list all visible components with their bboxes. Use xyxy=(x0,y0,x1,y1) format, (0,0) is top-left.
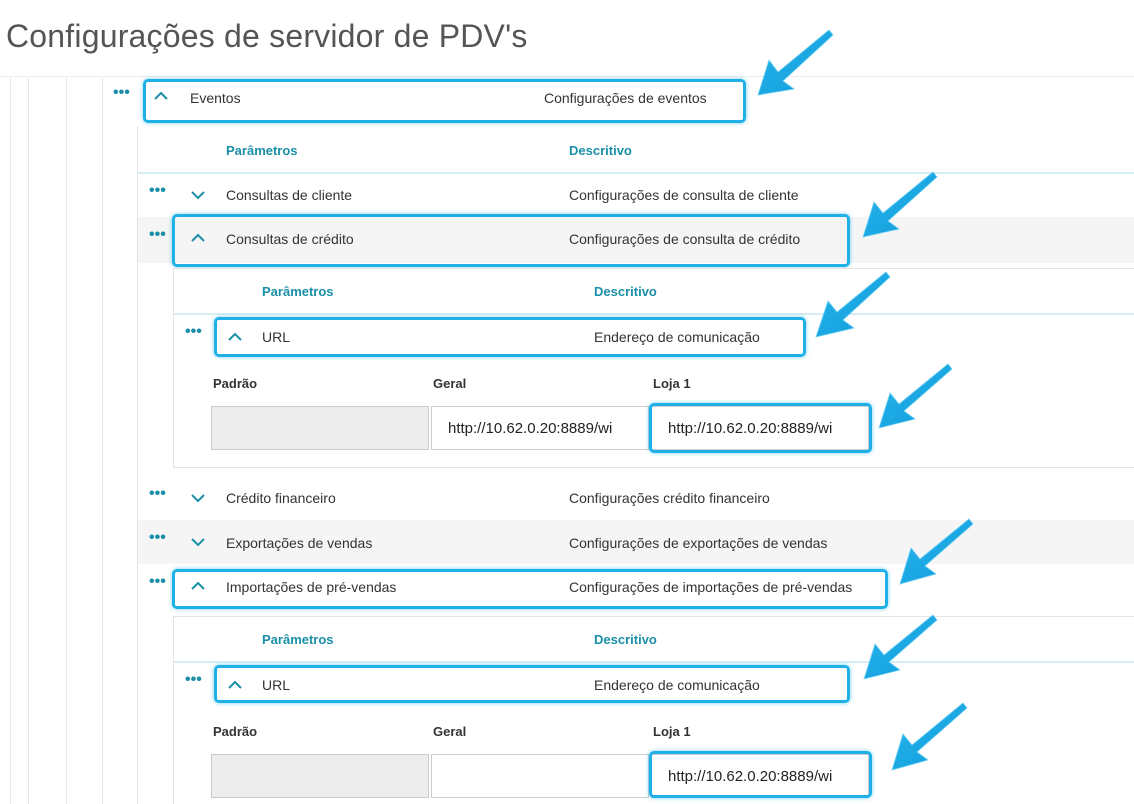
table-row[interactable] xyxy=(138,217,1134,263)
row-description: Configurações de consulta de cliente xyxy=(569,187,799,203)
chevron-down-icon[interactable] xyxy=(191,538,205,547)
chevron-up-icon[interactable] xyxy=(191,233,205,242)
more-dots-icon[interactable]: ••• xyxy=(149,182,166,199)
chevron-down-icon[interactable] xyxy=(191,191,205,200)
arrow-icon xyxy=(863,614,938,680)
chevron-up-icon[interactable] xyxy=(154,91,168,100)
param-name: URL xyxy=(262,329,291,345)
more-dots-icon[interactable]: ••• xyxy=(185,323,202,340)
row-name: Importações de pré-vendas xyxy=(226,579,397,595)
header-divider xyxy=(138,172,1134,174)
highlight-box xyxy=(143,79,746,123)
arrow-icon xyxy=(891,702,968,771)
param-description: Endereço de comunicação xyxy=(594,677,760,693)
row-description: Configurações crédito financeiro xyxy=(569,490,770,506)
row-name: Consultas de crédito xyxy=(226,231,354,247)
chevron-up-icon[interactable] xyxy=(228,332,242,341)
arrow-icon xyxy=(757,29,834,96)
label-padrao: Padrão xyxy=(213,724,258,739)
label-padrao: Padrão xyxy=(213,376,258,391)
more-dots-icon[interactable]: ••• xyxy=(149,485,166,502)
column-header-desc: Descritivo xyxy=(594,284,657,299)
padrao-field xyxy=(211,754,429,798)
chevron-down-icon[interactable] xyxy=(191,494,205,503)
loja-field[interactable] xyxy=(651,406,869,450)
more-dots-icon[interactable]: ••• xyxy=(113,84,130,101)
more-dots-icon[interactable]: ••• xyxy=(149,529,166,546)
eventos-description: Configurações de eventos xyxy=(544,90,707,106)
arrow-icon xyxy=(862,171,938,238)
tree-guide xyxy=(10,78,11,804)
geral-field[interactable] xyxy=(431,406,649,450)
eventos-children-panel xyxy=(137,126,1134,804)
padrao-field xyxy=(211,406,429,450)
loja-field[interactable] xyxy=(651,754,869,798)
page-title: Configurações de servidor de PDV's xyxy=(6,18,528,54)
label-loja: Loja 1 xyxy=(653,724,691,739)
tree-guide xyxy=(66,78,67,804)
column-header-desc: Descritivo xyxy=(594,632,657,647)
chevron-up-icon[interactable] xyxy=(228,680,242,689)
label-geral: Geral xyxy=(433,376,467,391)
highlight-box xyxy=(172,569,888,609)
more-dots-icon[interactable]: ••• xyxy=(185,671,202,688)
arrow-icon xyxy=(878,363,953,429)
row-name: Crédito financeiro xyxy=(226,490,336,506)
column-header-desc: Descritivo xyxy=(569,143,632,158)
eventos-name: Eventos xyxy=(190,90,241,106)
highlight-box xyxy=(649,751,872,798)
arrow-icon xyxy=(815,271,891,338)
header-divider xyxy=(174,661,1134,663)
column-header-params: Parâmetros xyxy=(262,284,334,299)
geral-field[interactable] xyxy=(431,754,649,798)
row-description: Configurações de importações de pré-vend… xyxy=(569,579,853,595)
chevron-up-icon[interactable] xyxy=(191,581,205,590)
row-description: Configurações de exportações de vendas xyxy=(569,535,828,551)
highlight-box xyxy=(214,665,850,703)
param-name: URL xyxy=(262,677,291,693)
label-loja: Loja 1 xyxy=(653,376,691,391)
highlight-box xyxy=(214,317,806,357)
more-dots-icon[interactable]: ••• xyxy=(149,226,166,243)
column-header-params: Parâmetros xyxy=(226,143,298,158)
row-name: Consultas de cliente xyxy=(226,187,353,203)
more-dots-icon[interactable]: ••• xyxy=(149,573,166,590)
row-name: Exportações de vendas xyxy=(226,535,373,551)
param-description: Endereço de comunicação xyxy=(594,329,760,345)
label-geral: Geral xyxy=(433,724,467,739)
tree-guide xyxy=(102,78,103,804)
arrow-icon xyxy=(899,518,974,585)
title-divider xyxy=(0,76,1134,77)
highlight-box xyxy=(172,214,850,267)
highlight-box xyxy=(649,403,872,453)
column-header-params: Parâmetros xyxy=(262,632,334,647)
tree-guide xyxy=(28,78,29,804)
header-divider xyxy=(174,313,1134,315)
row-description: Configurações de consulta de crédito xyxy=(569,231,801,247)
